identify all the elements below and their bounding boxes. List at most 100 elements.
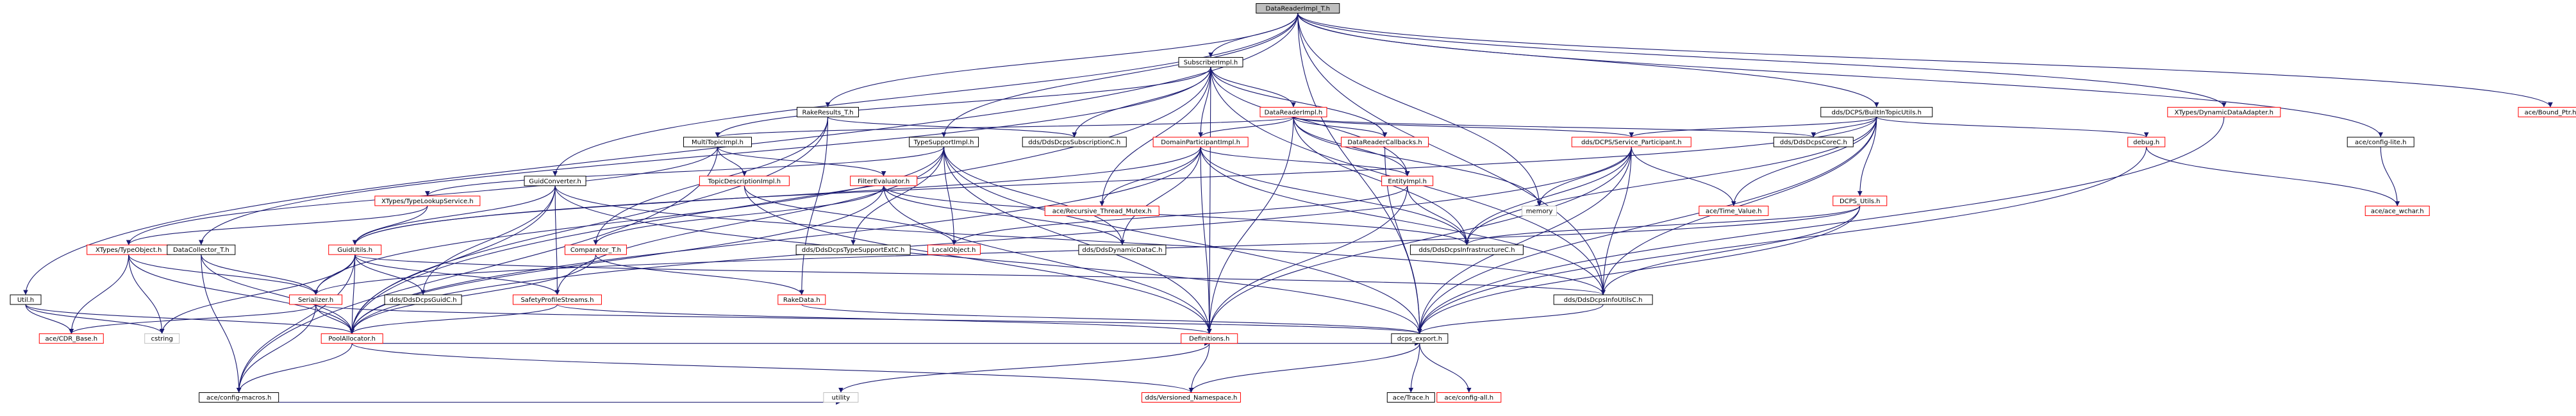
node-serviceparticipant[interactable]: dds/DCPS/Service_Participant.h [1571,137,1691,147]
edge-guidconverter-to-safetyprofile [554,185,560,295]
node-comparator[interactable]: Comparator_T.h [564,244,627,255]
edge-guidconverter-to-guidutils [352,185,556,245]
edge-builtintopicutils-to-infrastructurec [1464,117,1877,245]
edge-topicdescriptionimpl-to-definitions [744,185,1212,334]
edge-subscriberimpl-to-multitopicimpl [715,67,1211,138]
edge-datacollector-to-serializer [201,254,319,295]
node-box [2347,137,2414,147]
edge-datareaderimpl-to-definitions [1206,117,1294,334]
node-aceecho[interactable]: ace/ace_wchar.h [2364,205,2430,216]
node-box [384,294,462,305]
edge-debug-to-aceecho [2146,146,2400,206]
node-label: ace/Time_Value.h [1706,208,1762,215]
node-root[interactable]: DataReaderImpl_T.h [1256,3,1340,13]
edge-root-to-utilh [23,13,1299,295]
edge-domainparticipantimpl-to-dynamicdatac [1120,147,1201,245]
node-dcpsexport[interactable]: dcps_export.h [1391,333,1449,344]
node-box [1522,205,1558,216]
node-ddssubscriptionc[interactable]: dds/DdsDcpsSubscriptionC.h [1022,137,1127,147]
node-label: TypeSupportImpl.h [913,139,974,146]
edge-serializer-to-poolallocator [315,304,355,334]
node-multitopicimpl[interactable]: MultiTopicImpl.h [683,137,752,147]
node-acetrace[interactable]: ace/Trace.h [1386,392,1435,403]
node-infoutilsc[interactable]: dds/DdsDcpsInfoUtilsC.h [1553,294,1653,305]
edge-dcpsexport-to-acetrace [1408,343,1420,393]
node-xtypesdynadapter[interactable]: XTypes/DynamicDataAdapter.h [2167,106,2281,117]
node-recursivemutex[interactable]: ace/Recursive_Thread_Mutex.h [1044,205,1159,216]
node-label: cstring [151,336,173,343]
edge-domainparticipantimpl-to-guidutils [353,147,1201,245]
node-topicdescriptionimpl[interactable]: TopicDescriptionImpl.h [699,176,790,187]
node-safetyprofile[interactable]: SafetyProfileStreams.h [512,294,602,305]
edge-domainparticipantimpl-to-definitions [1200,147,1212,334]
node-filterevaluator[interactable]: FilterEvaluator.h [850,176,918,187]
node-aceconfigmacros[interactable]: ace/config-macros.h [199,392,279,403]
edge-comparator-to-rakedata [595,254,804,295]
edge-guidutils-to-safetyprofile [354,254,560,295]
node-xtypestypeobject[interactable]: XTypes/TypeObject.h [87,244,171,255]
node-box [2127,137,2166,147]
node-label: ace/config-lite.h [2355,139,2407,146]
edge-rakeresults-to-ddssubscriptionc [827,116,1077,138]
node-aceconfigall[interactable]: ace/config-all.h [1436,392,1502,403]
node-ddscorec[interactable]: dds/DdsDcpsCoreC.h [1773,137,1854,147]
node-rakeresults[interactable]: RakeResults_T.h [797,106,860,117]
node-domainparticipantimpl[interactable]: DomainParticipantImpl.h [1152,137,1249,147]
edge-root-to-dcpsexport [1297,13,1422,334]
node-entityimpl[interactable]: EntityImpl.h [1381,176,1434,187]
node-serializer[interactable]: Serializer.h [289,294,343,305]
node-dynamicdatac[interactable]: dds/DdsDynamicDataC.h [1078,244,1167,255]
node-box [1381,176,1434,187]
node-label: Serializer.h [298,297,333,304]
node-subscriberimpl[interactable]: SubscriberImpl.h [1178,57,1243,68]
node-datareaderimpl[interactable]: DataReaderImpl.h [1259,106,1327,117]
node-versionednamespace[interactable]: dds/Versioned_Namespace.h [1141,392,1241,403]
edge-serviceparticipant-to-timevalue [1631,147,1736,206]
node-box [564,244,627,255]
node-guidutils[interactable]: GuidUtils.h [328,244,382,255]
edge-root-to-infoutilsc [1297,13,1606,295]
node-label: FilterEvaluator.h [858,178,910,185]
node-typesupportextc[interactable]: dds/DdsDcpsTypeSupportExtC.h [795,244,911,255]
edge-guidutils-to-poolallocator [349,254,356,334]
edge-subscriberimpl-to-datareaderimpl [1210,67,1296,108]
node-box [797,106,860,117]
edge-datareaderimpl-to-multitopicimpl [715,116,1294,138]
node-rakedata[interactable]: RakeData.h [777,294,826,305]
edge-typesupportimpl-to-xtypeslookup [425,146,945,197]
node-debug[interactable]: debug.h [2127,137,2166,147]
node-box [2364,205,2430,216]
node-box [1409,244,1524,255]
node-timevalue[interactable]: ace/Time_Value.h [1699,205,1769,216]
node-acecdrbase[interactable]: ace/CDR_Base.h [38,333,104,344]
node-label: dds/DdsDcpsSubscriptionC.h [1028,139,1120,146]
node-guidconverter[interactable]: GuidConverter.h [524,176,586,187]
node-poolallocator[interactable]: PoolAllocator.h [320,333,383,344]
node-box [289,294,343,305]
node-label: TopicDescriptionImpl.h [708,178,781,185]
node-infrastructurec[interactable]: dds/DdsDcpsInfrastructureC.h [1409,244,1524,255]
node-box [1141,392,1241,403]
node-localobject[interactable]: LocalObject.h [927,244,981,255]
edge-serviceparticipant-to-memory [1536,147,1632,206]
edge-entityimpl-to-definitions [1206,185,1408,334]
edge-xtypestypeobject-to-poolallocator [128,254,355,334]
edge-guidutils-to-guidc [354,254,426,295]
node-builtintopicutils[interactable]: dds/DCPS/BuiltInTopicUtils.h [1820,106,1933,117]
edge-dcpsutils-to-infoutilsc [1600,205,1861,295]
node-typesupportimpl[interactable]: TypeSupportImpl.h [909,137,979,147]
node-label: ace/Bound_Ptr.h [2525,109,2576,116]
node-guidc[interactable]: dds/DdsDcpsGuidC.h [384,294,462,305]
node-label: PoolAllocator.h [328,336,376,343]
node-utilh[interactable]: Util.h [10,294,42,305]
node-aceconfiglite[interactable]: ace/config-lite.h [2347,137,2414,147]
edge-dcpsutils-to-dcpsexport [1417,205,1861,334]
node-datacollector[interactable]: DataCollector_T.h [167,244,236,255]
node-datareadercallbacks[interactable]: DataReaderCallbacks.h [1341,137,1429,147]
node-definitions[interactable]: Definitions.h [1181,333,1238,344]
node-dcpsutils[interactable]: DCPS_Utils.h [1832,196,1888,206]
edge-xtypeslookup-to-guidutils [352,205,428,245]
node-label: DataCollector_T.h [173,247,229,254]
node-aceboundptr[interactable]: ace/Bound_Ptr.h [2518,106,2576,117]
node-xtypeslookup[interactable]: XTypes/TypeLookupService.h [374,196,481,206]
